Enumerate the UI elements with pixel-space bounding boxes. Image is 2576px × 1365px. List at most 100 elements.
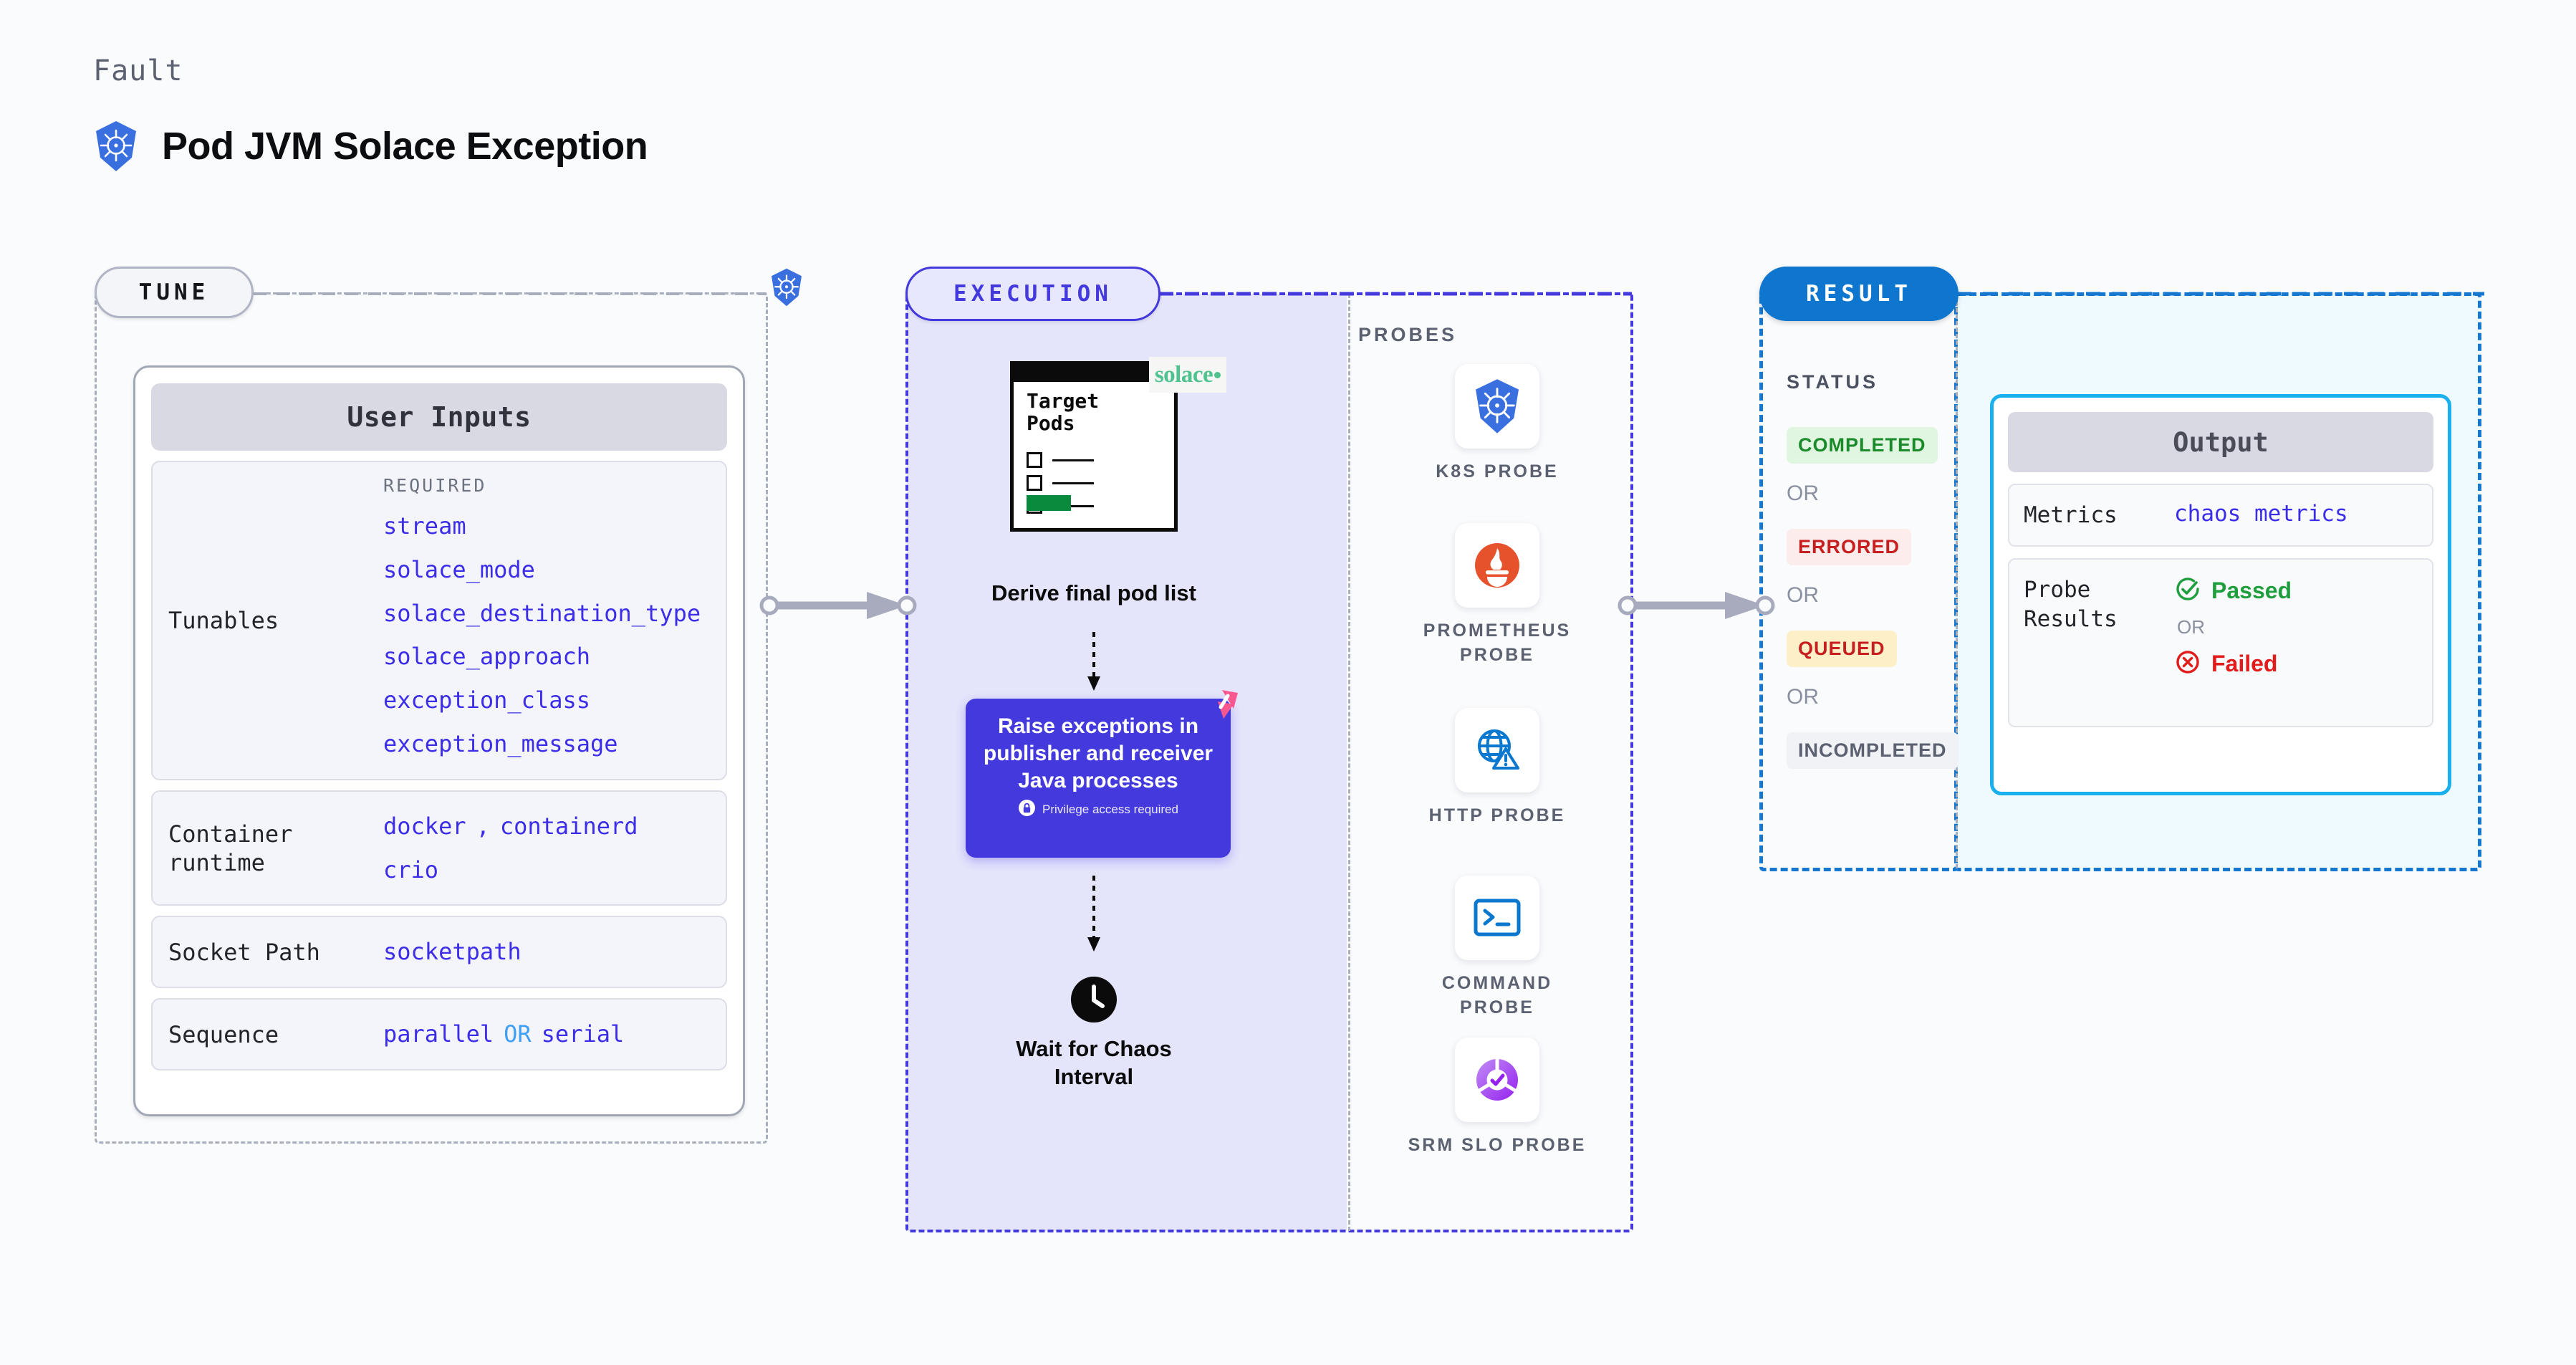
tunable-item[interactable]: solace_approach bbox=[383, 643, 590, 671]
probe-results-label: Probe Results bbox=[2024, 577, 2118, 632]
tunable-item[interactable]: solace_mode bbox=[383, 555, 535, 583]
check-circle-icon bbox=[2174, 575, 2201, 606]
sequence-label: Sequence bbox=[168, 1020, 279, 1048]
page-title: Pod JVM Solace Exception bbox=[162, 125, 648, 168]
result-tag-link bbox=[1957, 292, 2484, 296]
result-tag: RESULT bbox=[1759, 267, 1959, 321]
probe-result-failed: Failed bbox=[2174, 648, 2292, 679]
tunable-item[interactable]: exception_class bbox=[383, 686, 590, 714]
probes-label: PROBES bbox=[1358, 324, 1458, 345]
action-card-text: Raise exceptions in publisher and receiv… bbox=[983, 714, 1213, 793]
execution-to-result-connector bbox=[1618, 592, 1775, 619]
probe-command[interactable]: COMMAND PROBE bbox=[1404, 876, 1590, 1020]
privilege-note: Privilege access required bbox=[1042, 803, 1178, 817]
tunable-item[interactable]: stream bbox=[383, 512, 466, 540]
checkbox-icon bbox=[1027, 452, 1042, 468]
pod-list-item bbox=[1027, 475, 1094, 491]
probe-label: HTTP PROBE bbox=[1428, 805, 1566, 825]
runtime-option[interactable]: docker bbox=[383, 812, 466, 840]
probe-label: SRM SLO PROBE bbox=[1408, 1135, 1587, 1155]
container-runtime-values: docker , containerd crio bbox=[383, 805, 638, 892]
probe-results-values: Passed OR Failed bbox=[2174, 575, 2292, 679]
tunables-values: REQUIRED stream solace_mode solace_desti… bbox=[383, 475, 701, 766]
probe-results-row: Probe Results Passed OR bbox=[2008, 558, 2433, 728]
probes-divider bbox=[1348, 294, 1350, 1231]
checkbox-icon bbox=[1027, 475, 1042, 491]
pod-progress-bar bbox=[1027, 495, 1071, 511]
output-card: Output Metrics chaos metrics Probe Resul… bbox=[1990, 394, 2451, 795]
wait-label-1: Wait for Chaos bbox=[1016, 1036, 1172, 1061]
target-pods-title-1: Target bbox=[1027, 389, 1100, 413]
socket-path-value[interactable]: socketpath bbox=[383, 938, 522, 966]
sequence-values: parallel OR serial bbox=[383, 1012, 624, 1056]
sequence-or: OR bbox=[504, 1020, 532, 1048]
privilege-note-row: Privilege access required bbox=[983, 799, 1213, 820]
tunables-label: Tunables bbox=[168, 606, 279, 634]
probe-result-passed: Passed bbox=[2174, 575, 2292, 606]
failed-label: Failed bbox=[2211, 651, 2278, 677]
metrics-label: Metrics bbox=[2024, 502, 2118, 528]
user-inputs-title: User Inputs bbox=[151, 383, 727, 451]
status-or: OR bbox=[1787, 482, 1819, 505]
probe-result-or: OR bbox=[2177, 616, 2205, 638]
action-card[interactable]: Raise exceptions in publisher and receiv… bbox=[966, 690, 1238, 858]
execution-tag-link bbox=[1159, 292, 1632, 296]
flow-arrow-down bbox=[1087, 632, 1100, 691]
probe-http[interactable]: HTTP PROBE bbox=[1404, 708, 1590, 828]
litmuschaos-icon bbox=[1202, 686, 1241, 728]
result-output-divider bbox=[1956, 295, 1958, 868]
socket-path-row: Socket Path socketpath bbox=[151, 916, 727, 989]
http-globe-warning-icon bbox=[1455, 708, 1539, 792]
probe-prometheus[interactable]: PROMETHEUS PROBE bbox=[1404, 523, 1590, 668]
tunable-item[interactable]: solace_destination_type bbox=[383, 599, 701, 627]
metrics-value[interactable]: chaos metrics bbox=[2174, 501, 2348, 527]
status-badge-queued: QUEUED bbox=[1787, 631, 1897, 667]
passed-label: Passed bbox=[2211, 578, 2292, 604]
status-badge-errored: ERRORED bbox=[1787, 529, 1912, 565]
sequence-row: Sequence parallel OR serial bbox=[151, 998, 727, 1071]
probe-label: COMMAND PROBE bbox=[1441, 973, 1553, 1017]
kubernetes-icon bbox=[769, 268, 804, 310]
socket-path-label: Socket Path bbox=[168, 938, 320, 966]
metrics-row: Metrics chaos metrics bbox=[2008, 484, 2433, 547]
sequence-option[interactable]: serial bbox=[541, 1020, 625, 1048]
wait-label-2: Interval bbox=[1054, 1063, 1134, 1089]
target-pods-body: Target Pods bbox=[1010, 378, 1178, 532]
user-inputs-card: User Inputs Tunables REQUIRED stream sol… bbox=[133, 365, 745, 1116]
pod-list-item bbox=[1027, 452, 1094, 468]
status-label: STATUS bbox=[1787, 371, 1878, 393]
runtime-option[interactable]: crio bbox=[383, 856, 439, 883]
container-runtime-label: Container runtime bbox=[168, 820, 293, 876]
status-or: OR bbox=[1787, 685, 1819, 709]
fault-eyebrow: Fault bbox=[93, 54, 183, 87]
tune-tag-link bbox=[254, 292, 766, 295]
terminal-icon bbox=[1455, 876, 1539, 960]
tune-to-execution-connector bbox=[759, 592, 917, 619]
tune-region bbox=[95, 292, 768, 1144]
status-or: OR bbox=[1787, 583, 1819, 607]
probe-srm-slo[interactable]: SRM SLO PROBE bbox=[1404, 1038, 1590, 1158]
kubernetes-icon bbox=[1455, 364, 1539, 449]
tune-tag: TUNE bbox=[95, 267, 254, 318]
probe-label: K8S PROBE bbox=[1436, 461, 1559, 482]
probe-label: PROMETHEUS PROBE bbox=[1423, 621, 1572, 665]
kubernetes-icon bbox=[93, 120, 139, 172]
runtime-option[interactable]: containerd bbox=[499, 812, 638, 840]
page-title-row: Pod JVM Solace Exception bbox=[93, 120, 648, 172]
flow-arrow-down bbox=[1087, 876, 1100, 952]
sequence-option[interactable]: parallel bbox=[383, 1020, 494, 1048]
runtime-separator: , bbox=[476, 812, 490, 840]
lock-icon bbox=[1018, 799, 1036, 820]
status-badge-incompleted: INCOMPLETED bbox=[1787, 732, 1959, 769]
tunable-item[interactable]: exception_message bbox=[383, 729, 618, 757]
probe-k8s[interactable]: K8S PROBE bbox=[1404, 364, 1590, 484]
prometheus-icon bbox=[1455, 523, 1539, 608]
wait-chaos-block: Wait for Chaos Interval bbox=[938, 976, 1249, 1091]
tunables-row: Tunables REQUIRED stream solace_mode sol… bbox=[151, 461, 727, 780]
x-circle-icon bbox=[2174, 648, 2201, 679]
target-pods-title-2: Pods bbox=[1027, 411, 1075, 435]
target-pods-card: Target Pods bbox=[1010, 361, 1178, 532]
required-header: REQUIRED bbox=[383, 475, 487, 496]
container-runtime-row: Container runtime docker , containerd cr… bbox=[151, 790, 727, 906]
